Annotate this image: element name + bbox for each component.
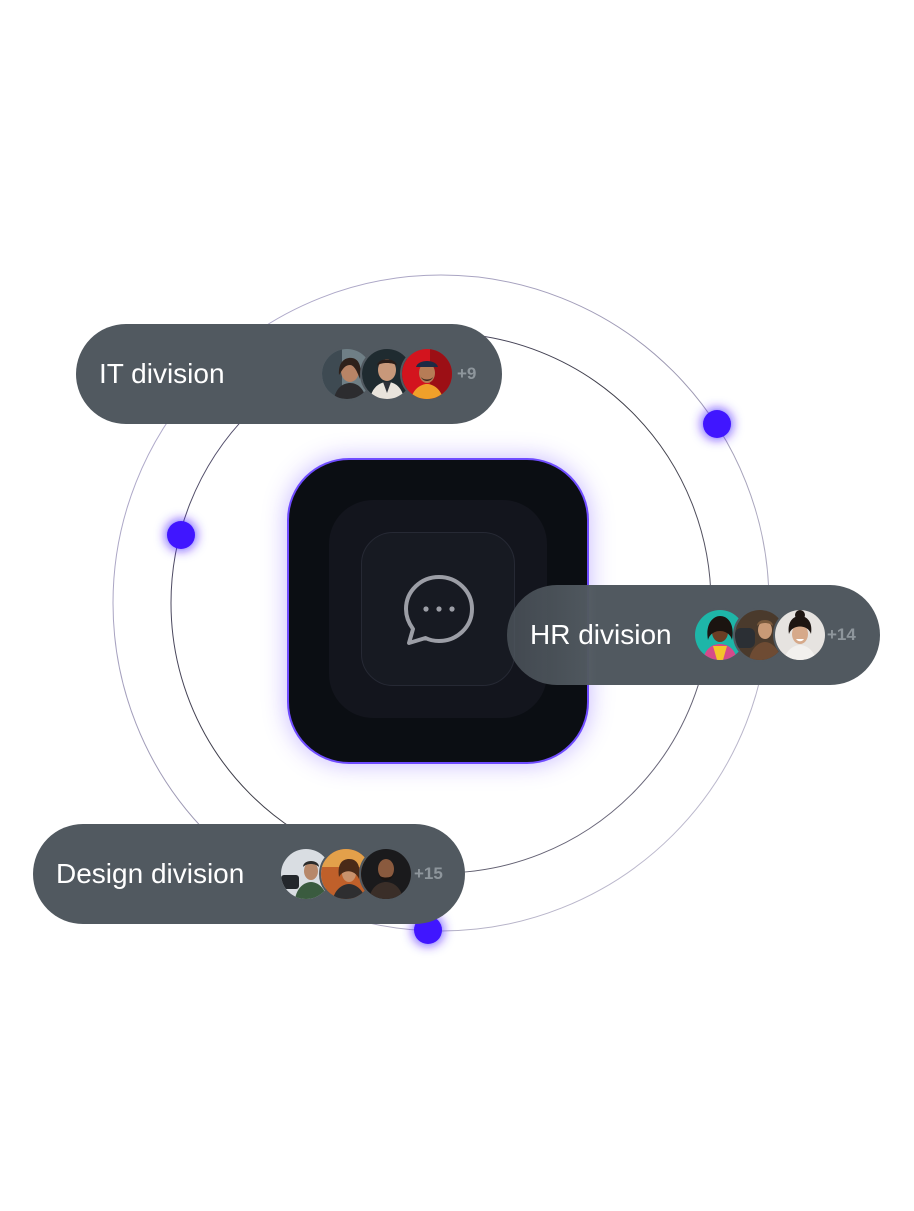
app-tile-icon-frame <box>361 532 515 686</box>
member-avatars <box>693 608 833 662</box>
member-avatars <box>279 847 419 901</box>
it-division-pill[interactable]: IT division <box>76 324 502 424</box>
avatar <box>359 847 413 901</box>
avatar <box>319 847 373 901</box>
extra-member-count: +9 <box>457 364 477 383</box>
division-name: Design division <box>56 858 245 889</box>
design-division-pill[interactable]: Design division <box>33 824 465 924</box>
orbit-dot-top-right <box>703 410 731 438</box>
extra-member-count: +15 <box>414 864 443 883</box>
chat-bubble-ellipsis-icon <box>404 575 474 645</box>
orbit-dot-left <box>167 521 195 549</box>
division-name: IT division <box>99 358 225 389</box>
avatar <box>400 347 454 401</box>
member-avatars <box>320 347 460 401</box>
extra-member-count: +14 <box>827 625 856 644</box>
avatar <box>773 608 827 662</box>
app-tile-inner-layer <box>329 500 547 718</box>
division-name: HR division <box>530 619 672 650</box>
hr-division-pill[interactable]: HR division <box>507 585 880 685</box>
